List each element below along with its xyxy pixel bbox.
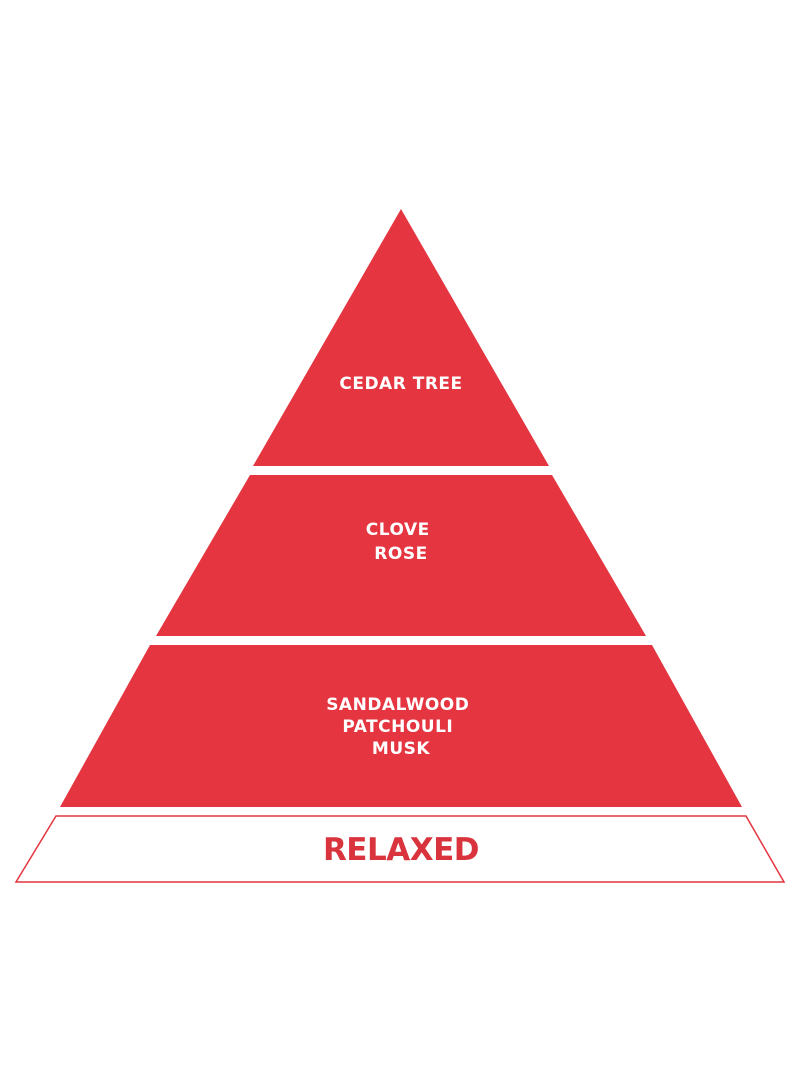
pyramid-base (14, 815, 786, 883)
tier-bottom-line: SANDALWOOD (326, 695, 469, 715)
tier-bottom-line: PATCHOULI (342, 717, 453, 737)
pyramid-tier-middle (156, 475, 646, 636)
pyramid-tier-top (253, 209, 549, 466)
tier-bottom-line: MUSK (372, 739, 430, 759)
tier-middle-line: CLOVE (366, 520, 430, 540)
tier-middle-line: ROSE (374, 544, 427, 564)
tier-bottom-label: SANDALWOOD PATCHOULI MUSK (326, 695, 476, 759)
base-label: RELAXED (323, 832, 479, 868)
pyramid-tier-bottom (60, 645, 742, 807)
tier-top-line: CEDAR TREE (339, 374, 462, 394)
tier-top-label: CEDAR TREE (339, 374, 462, 394)
tier-middle-label: CLOVE ROSE (366, 520, 436, 564)
